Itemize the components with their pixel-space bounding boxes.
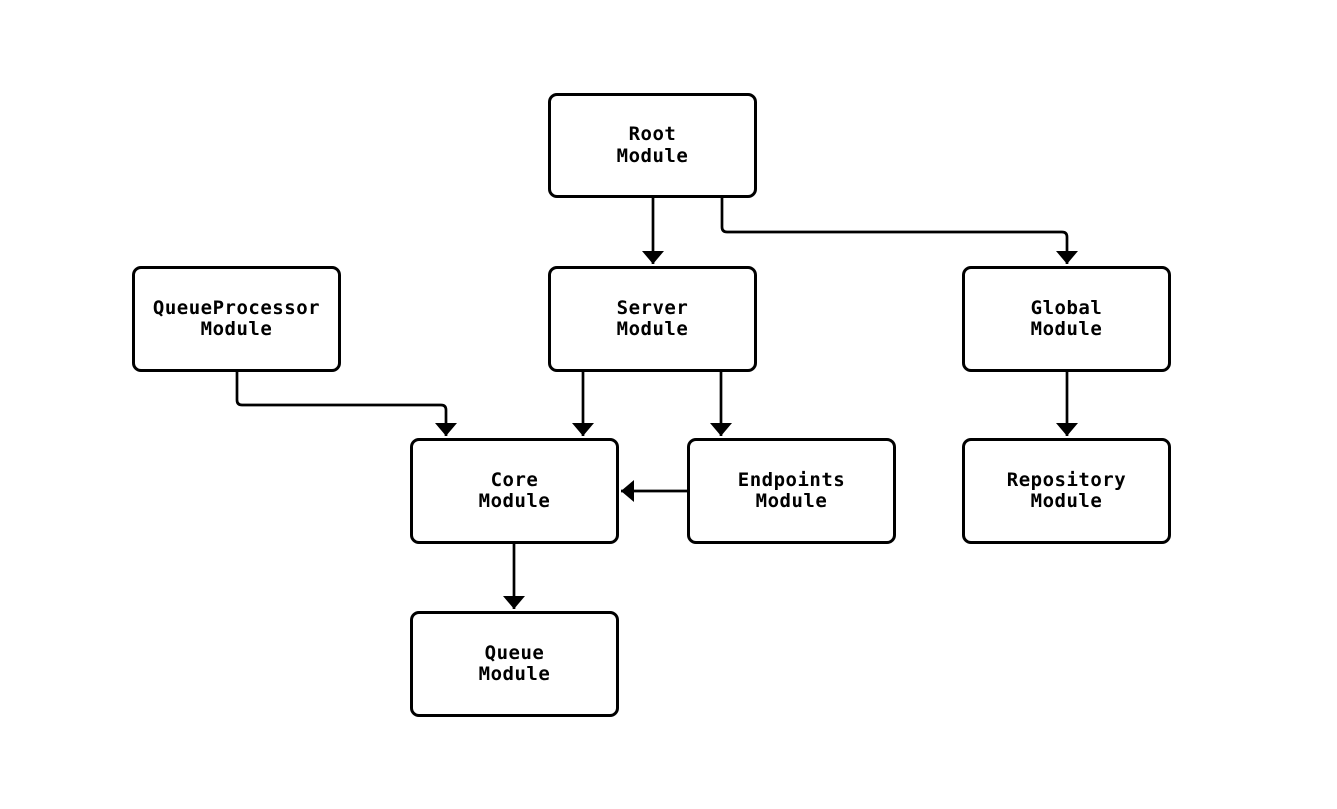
edge-queueprocessor-to-core [235,372,457,436]
node-global-module-label: Global Module [1030,296,1103,340]
edge-root-to-global [720,198,1078,264]
node-global-module: Global Module [962,266,1171,372]
node-queueprocessor-module-label: QueueProcessor Module [152,296,321,340]
node-queue-module: Queue Module [410,611,619,717]
node-queue-module-label: Queue Module [478,641,551,685]
node-server-module-label: Server Module [616,296,689,340]
node-core-module: Core Module [410,438,619,544]
node-endpoints-module: Endpoints Module [687,438,896,544]
node-repository-module-label: Repository Module [1006,468,1127,512]
node-root-module: Root Module [548,93,757,198]
node-core-module-label: Core Module [478,468,551,512]
node-queueprocessor-module: QueueProcessor Module [132,266,341,372]
node-repository-module: Repository Module [962,438,1171,544]
node-server-module: Server Module [548,266,757,372]
node-root-module-label: Root Module [616,123,689,167]
node-endpoints-module-label: Endpoints Module [737,468,846,512]
